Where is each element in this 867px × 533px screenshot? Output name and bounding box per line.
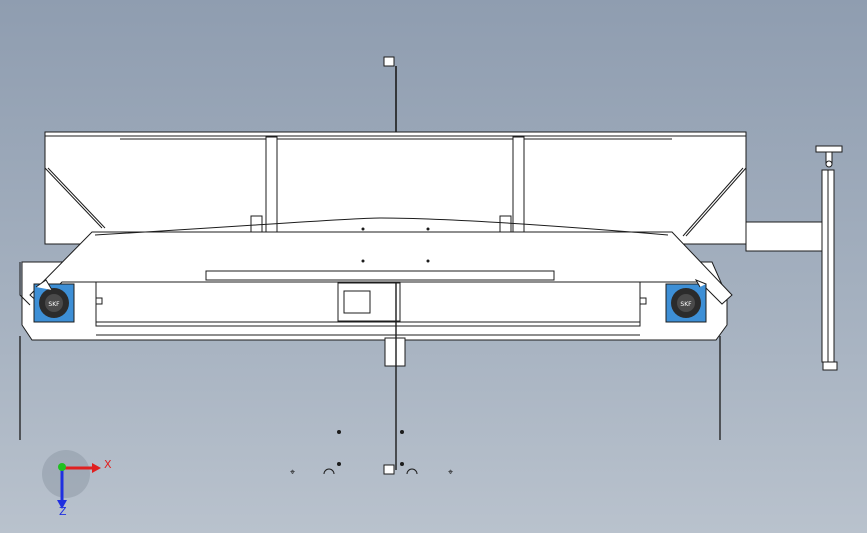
side-support-arm — [745, 145, 843, 371]
axis-triad: X Z — [42, 450, 112, 518]
bearing-right-brand: SKF — [680, 301, 692, 308]
bearing-left: SKF — [19, 262, 75, 323]
bearing-left-brand: SKF — [48, 301, 60, 308]
bearing-right: SKF — [665, 279, 707, 323]
svg-text:⌖: ⌖ — [448, 468, 453, 478]
z-axis-label: Z — [59, 505, 67, 518]
y-axis-arrow-icon — [58, 463, 66, 471]
x-axis-label: X — [104, 458, 112, 471]
svg-text:⌖: ⌖ — [290, 468, 295, 478]
top-lift-rod — [383, 56, 397, 134]
center-plate — [337, 282, 406, 475]
conveyor-body — [21, 217, 733, 341]
legs — [19, 336, 721, 440]
hopper-frame — [44, 131, 747, 245]
fastener-marks: ⌖ ⌖ — [95, 227, 647, 478]
